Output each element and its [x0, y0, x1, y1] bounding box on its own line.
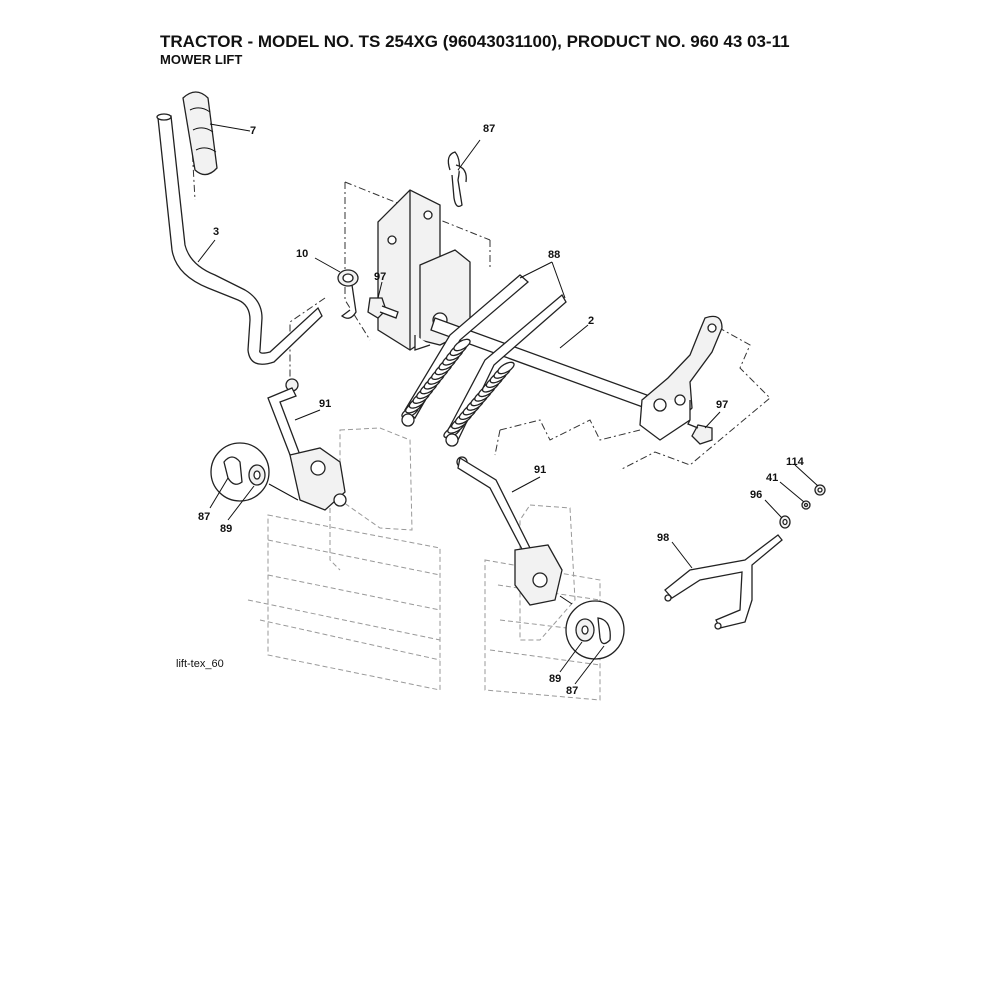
- callout-88: 88: [548, 249, 560, 261]
- flange-bolt-left: [367, 297, 399, 319]
- hardware-nut-washers: [779, 484, 826, 529]
- callout-87-left: 87: [198, 511, 210, 523]
- lift-arm-bracket-right: [639, 315, 723, 441]
- callout-41: 41: [766, 472, 778, 484]
- callout-10: 10: [296, 248, 308, 260]
- callout-2: 2: [588, 315, 594, 327]
- callout-97-right: 97: [716, 399, 728, 411]
- callout-89-left: 89: [220, 523, 232, 535]
- extension-springs: [401, 274, 567, 447]
- torsion-spring: [337, 269, 359, 319]
- callout-3: 3: [213, 226, 219, 238]
- diagram-id: lift-tex_60: [176, 658, 224, 670]
- hairpin-clip-top: [447, 151, 467, 208]
- callout-labels: 7 3 87 10 97 88 2 97 91 87 89 91 114 41 …: [176, 123, 805, 697]
- lift-link-right: [456, 456, 563, 606]
- spring-coil: [453, 338, 471, 352]
- spring-coil: [497, 361, 515, 375]
- detail-clip-washer-left: [210, 442, 299, 502]
- flange-bolt-right: [687, 419, 713, 445]
- callout-89-right: 89: [549, 673, 561, 685]
- detail-clip-washer-right: [559, 595, 625, 660]
- callout-87-right: 87: [566, 685, 578, 697]
- page-title: TRACTOR - MODEL NO. TS 254XG (9604303110…: [160, 32, 790, 51]
- callout-98: 98: [657, 532, 669, 544]
- lift-link-left: [267, 378, 347, 511]
- leader-lines: [197, 123, 819, 685]
- callout-87-top: 87: [483, 123, 495, 135]
- y-bracket: [664, 534, 783, 630]
- callout-96: 96: [750, 489, 762, 501]
- callout-97-left: 97: [374, 271, 386, 283]
- handle-grip: [182, 91, 218, 176]
- lift-handle-rod: [156, 113, 323, 365]
- frame-ghost-left: [247, 427, 441, 691]
- callout-91-right: 91: [534, 464, 546, 476]
- page-subtitle: MOWER LIFT: [160, 52, 243, 67]
- callout-91-left: 91: [319, 398, 331, 410]
- callout-7: 7: [250, 125, 256, 137]
- callout-114: 114: [786, 456, 805, 468]
